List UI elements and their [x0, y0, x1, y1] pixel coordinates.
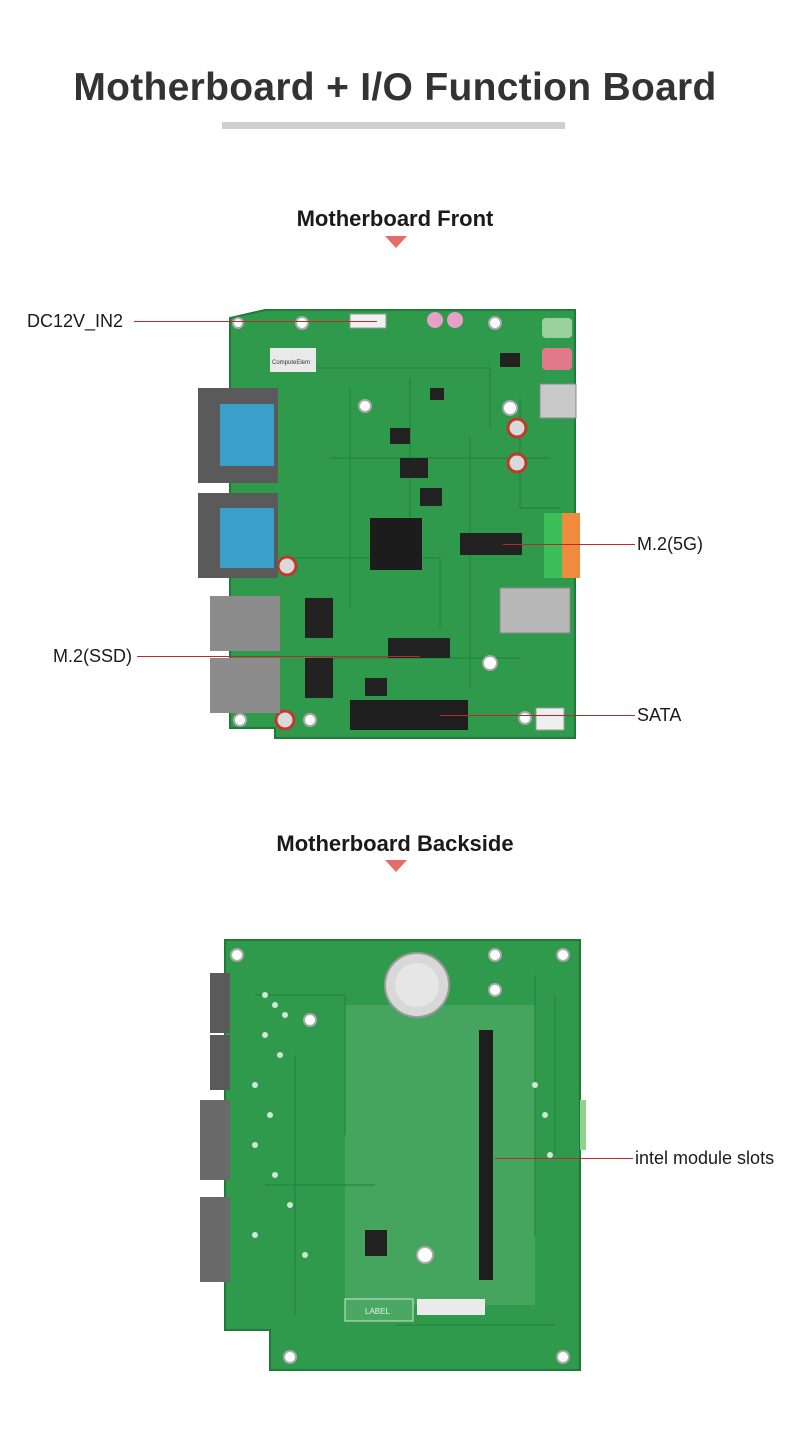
title-underline [222, 122, 565, 129]
callout-line-intel-module-slots [495, 1158, 633, 1159]
section-title-back: Motherboard Backside [276, 831, 514, 856]
back-label-text: LABEL [365, 1307, 390, 1316]
callout-line-sata [440, 715, 635, 716]
callout-line-m2-5g [503, 544, 635, 545]
motherboard-front-image: ComputeElem [190, 308, 590, 743]
callout-line-m2-ssd [137, 656, 420, 657]
section-title-front: Motherboard Front [296, 206, 494, 231]
callout-intel-module-slots: intel module slots [635, 1148, 775, 1168]
section-arrow-front [385, 236, 407, 248]
callout-sata: SATA [637, 705, 682, 725]
callout-line-dc12v-in2 [134, 321, 377, 322]
section-arrow-back [385, 860, 407, 872]
motherboard-back-image: LABEL [195, 935, 590, 1375]
callout-m2-5g: M.2(5G) [637, 534, 704, 554]
callout-dc12v-in2: DC12V_IN2 [27, 311, 124, 331]
callout-m2-ssd: M.2(SSD) [53, 646, 133, 666]
page-title: Motherboard + I/O Function Board [73, 66, 717, 109]
front-brand-text: ComputeElem [272, 360, 310, 366]
